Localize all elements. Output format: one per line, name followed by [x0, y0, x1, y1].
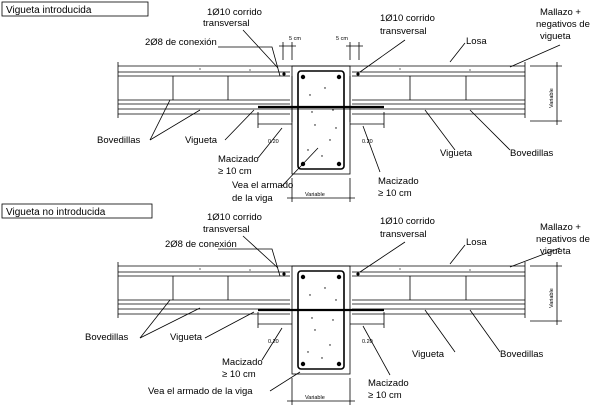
beam-section-bottom — [291, 265, 351, 375]
label-slab-b: Losa — [466, 237, 487, 248]
concrete-hatch-bottom — [199, 268, 471, 359]
label-macizado-left-1-b: Macizado — [222, 357, 263, 368]
label-rebar-left-2: transversal — [203, 18, 249, 29]
label-rebar-left-1: 1Ø10 corrido — [207, 7, 262, 18]
label-mesh-3-b: vigueta — [540, 246, 571, 257]
label-bovedillas-left-b: Bovedillas — [85, 332, 129, 343]
label-vigueta-left: Vigueta — [185, 135, 218, 146]
label-rebar-right-2-b: transversal — [380, 229, 426, 240]
label-vea-b: Vea el armado de la viga — [148, 386, 253, 397]
label-mesh-2-b: negativos de — [536, 234, 590, 245]
label-rebar-right-1: 1Ø10 corrido — [380, 13, 435, 24]
dim-variable-side-b: Variable — [549, 288, 555, 308]
label-mesh-1-b: Mallazo + — [540, 222, 581, 233]
detail-bottom: Vigueta no introducida — [1, 203, 590, 405]
beam-section-top — [291, 65, 351, 175]
label-vigueta-left-b: Vigueta — [170, 332, 203, 343]
detail-top: Vigueta introducida — [1, 1, 590, 204]
dim-variable-bottom: Variable — [305, 192, 325, 198]
label-macizado-left-1: Macizado — [218, 154, 259, 165]
label-macizado-right-2: ≥ 10 cm — [378, 188, 412, 199]
label-slab: Losa — [466, 36, 487, 47]
label-rebar-left-2-b: transversal — [203, 224, 249, 235]
label-connection: 2Ø8 de conexión — [145, 37, 217, 48]
dim-020-right-b: 0.20 — [362, 339, 373, 345]
dim-5cm-left: 5 cm — [289, 36, 301, 42]
label-mesh-3: vigueta — [540, 31, 571, 42]
label-vigueta-right-b: Vigueta — [412, 349, 445, 360]
dim-020-right: 0.20 — [362, 139, 373, 145]
detail-top-title-box — [1, 1, 149, 17]
dim-variable-bottom-b: Variable — [305, 395, 325, 401]
label-macizado-right-2-b: ≥ 10 cm — [368, 390, 402, 401]
label-mesh-2: negativos de — [536, 19, 590, 30]
label-rebar-right-2: transversal — [380, 26, 426, 37]
beam-stirrup-top — [297, 70, 345, 170]
dim-5cm-right: 5 cm — [336, 36, 348, 42]
label-bovedillas-right: Bovedillas — [510, 148, 554, 159]
label-rebar-right-1-b: 1Ø10 corrido — [380, 216, 435, 227]
label-vea-2: de la viga — [232, 193, 273, 204]
detail-bottom-title-box — [1, 203, 153, 219]
dim-020-left: 0.20 — [268, 139, 279, 145]
label-bovedillas-left: Bovedillas — [97, 135, 141, 146]
label-macizado-left-2-b: ≥ 10 cm — [222, 369, 256, 380]
label-bovedillas-right-b: Bovedillas — [500, 349, 544, 360]
detail-bottom-title: Vigueta no introducida — [6, 207, 106, 218]
label-macizado-left-2: ≥ 10 cm — [218, 166, 252, 177]
label-macizado-right-1-b: Macizado — [368, 378, 409, 389]
label-rebar-left-1-b: 1Ø10 corrido — [207, 212, 262, 223]
label-macizado-right-1: Macizado — [378, 176, 419, 187]
dim-variable-side: Variable — [549, 88, 555, 108]
label-mesh-1: Mallazo + — [540, 7, 581, 18]
concrete-hatch-top — [199, 68, 471, 157]
label-connection-b: 2Ø8 de conexión — [165, 239, 237, 250]
beam-stirrup-bottom — [297, 270, 345, 370]
label-vea-1: Vea el armado — [232, 180, 293, 191]
detail-top-title: Vigueta introducida — [6, 5, 92, 16]
label-vigueta-right: Vigueta — [440, 148, 473, 159]
